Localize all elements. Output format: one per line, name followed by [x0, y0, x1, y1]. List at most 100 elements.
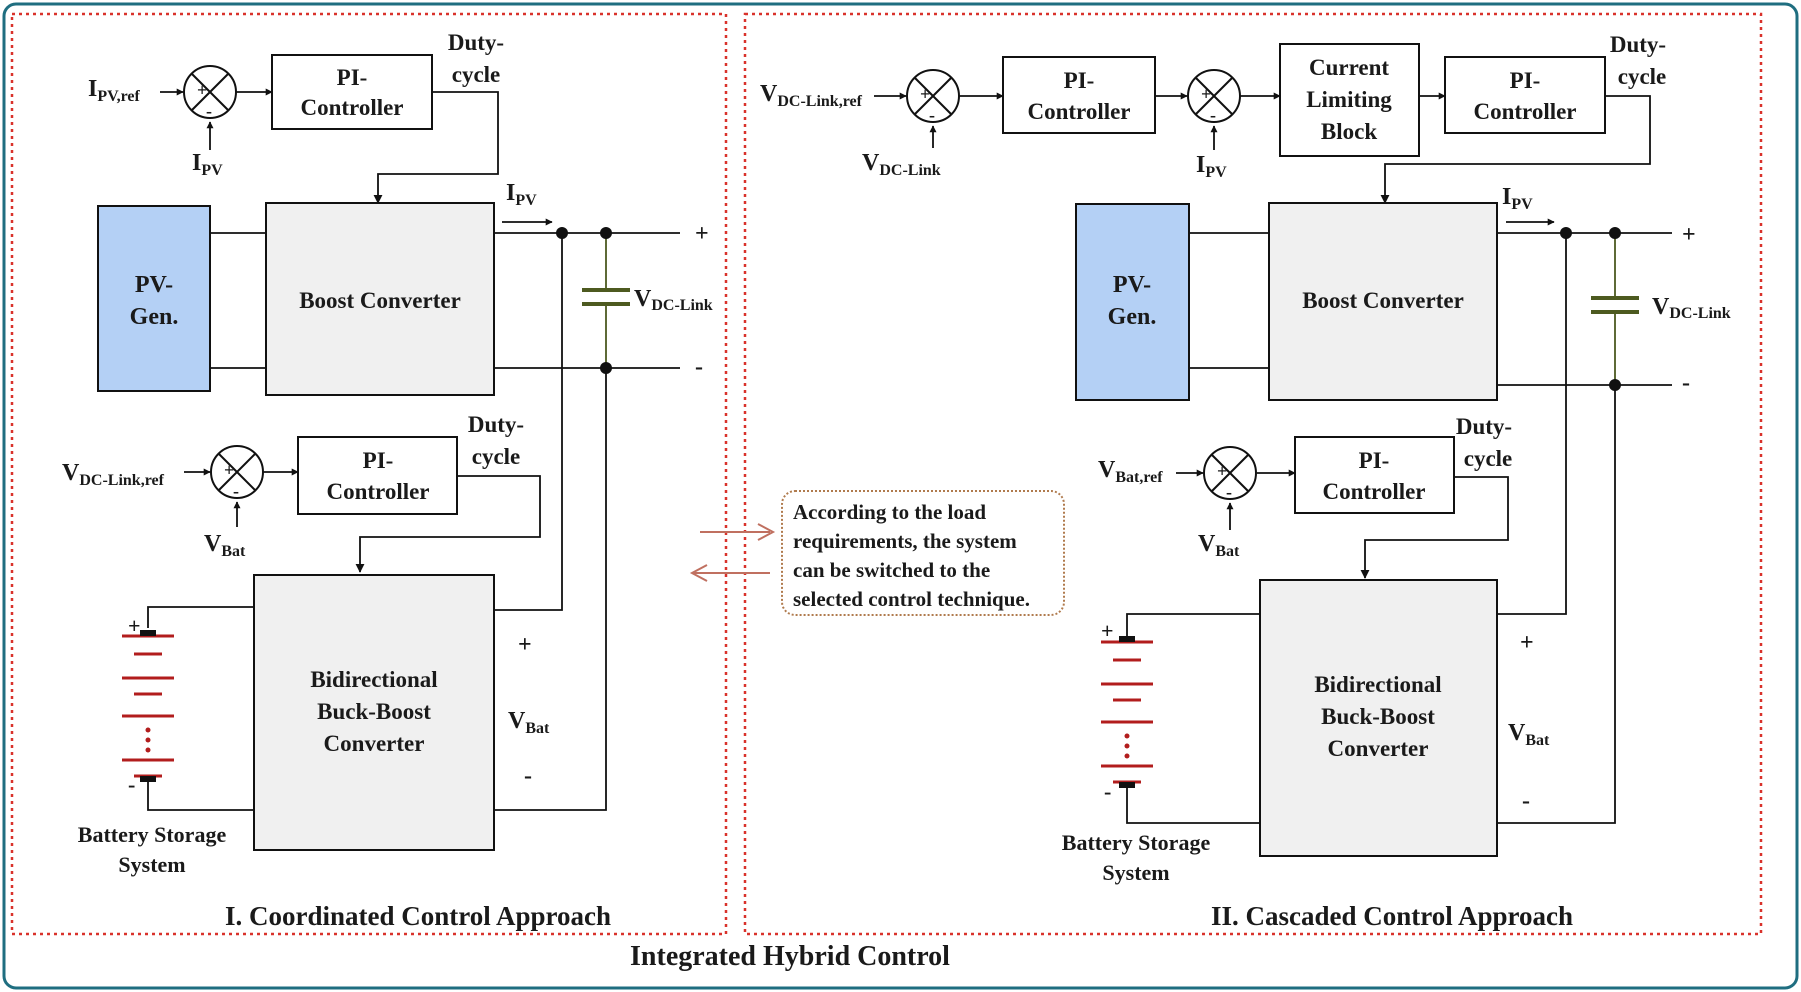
left-dc-minus: - [695, 354, 703, 380]
left-battery-terminal [140, 776, 156, 782]
left-battery-plus: + [128, 613, 141, 638]
right-vdc-link-label: VDC-Link [1652, 294, 1731, 322]
left-ipv-feedback-label: IPV [192, 150, 223, 179]
left-pi-top-line2: Controller [300, 95, 403, 120]
left-pi-top-line1: PI- [337, 65, 368, 90]
right-battery-label-line1: Battery Storage [1062, 830, 1211, 855]
left-junction-dot [600, 362, 612, 374]
left-battery-minus: - [128, 772, 135, 797]
left-boost-converter-block [265, 202, 495, 396]
left-bidir-line2: Buck-Boost [317, 699, 431, 724]
left-battery-symbol [122, 634, 174, 778]
left-summing-junction-bottom: + - [210, 445, 264, 501]
left-bidir-line1: Bidirectional [310, 667, 437, 692]
right-summing-junction-2: + - [1187, 69, 1241, 125]
right-duty-bottom-line1: Duty- [1456, 414, 1512, 439]
right-pi1-line1: PI- [1064, 68, 1095, 93]
left-vdc-ref-label: VDC-Link,ref [62, 460, 165, 489]
right-panel-frame [743, 12, 1763, 936]
right-vbat-feedback-label: VBat [1198, 531, 1240, 560]
left-battery-dots [145, 727, 151, 753]
sum-plus-sign: + [1201, 84, 1211, 104]
right-pi-controller-2 [1444, 56, 1606, 134]
right-vbat-minus: - [1522, 788, 1530, 814]
left-junction-dot [600, 227, 612, 239]
right-boost-converter-label: Boost Converter [1302, 288, 1464, 313]
right-pi-bottom-line2: Controller [1322, 479, 1425, 504]
main-title: Integrated Hybrid Control [630, 941, 950, 972]
right-battery-terminal [1119, 636, 1135, 642]
left-duty-top-line1: Duty- [448, 30, 504, 55]
right-bidir-line1: Bidirectional [1314, 672, 1441, 697]
right-pv-gen-block [1075, 203, 1190, 401]
left-duty-bottom-line2: cycle [472, 444, 521, 469]
right-junction-dot [1609, 379, 1621, 391]
right-battery-terminal [1119, 782, 1135, 788]
sum-plus-sign: + [1217, 461, 1227, 481]
right-vbat-plus: + [1520, 630, 1534, 656]
right-summing-junction-1: + - [906, 69, 960, 125]
sum-minus-sign: - [206, 101, 212, 121]
left-pi-controller-bottom [297, 436, 458, 515]
left-battery-terminal [140, 630, 156, 636]
right-ipv-out-label: IPV [1502, 184, 1533, 213]
right-duty-top-line1: Duty- [1610, 32, 1666, 57]
right-battery-minus: - [1104, 779, 1111, 804]
right-pv-gen-line2: Gen. [1108, 304, 1157, 330]
left-boost-converter-label: Boost Converter [299, 288, 461, 313]
note-line: requirements, the system [793, 529, 1017, 553]
switch-arrows [689, 523, 776, 582]
left-wires [147, 88, 680, 811]
left-vbat-minus: - [524, 763, 532, 789]
right-vbat-ref-label: VBat,ref [1098, 457, 1163, 486]
right-battery-plus: + [1101, 618, 1114, 643]
left-battery-label-line1: Battery Storage [78, 822, 227, 847]
left-vdc-link-label: VDC-Link [634, 286, 713, 314]
left-pi-controller-top [271, 54, 433, 130]
right-summing-junction-bottom: + - [1203, 446, 1257, 502]
right-caption: II. Cascaded Control Approach [1211, 901, 1573, 931]
right-junction-dot [1560, 227, 1572, 239]
note-line: can be switched to the [793, 558, 991, 582]
left-pi-bottom-line1: PI- [363, 448, 394, 473]
left-panel-frame [10, 12, 728, 936]
right-battery-label-line2: System [1102, 860, 1169, 885]
right-duty-bottom-line2: cycle [1464, 446, 1513, 471]
right-pi1-line2: Controller [1027, 99, 1130, 124]
left-pv-gen-block [97, 205, 211, 392]
right-pi2-line1: PI- [1510, 68, 1541, 93]
right-junction-dot [1609, 227, 1621, 239]
left-vbat-plus: + [518, 632, 532, 658]
right-battery-symbol [1101, 640, 1153, 784]
left-ipv-out-label: IPV [506, 180, 537, 209]
right-wires [874, 92, 1672, 824]
right-dc-plus: + [1682, 222, 1696, 248]
right-battery-dots [1124, 733, 1130, 759]
switching-note-box: According to the load requirements, the … [781, 490, 1065, 616]
right-duty-top-line2: cycle [1618, 64, 1667, 89]
left-duty-top-line2: cycle [452, 62, 501, 87]
right-bidir-line3: Converter [1328, 736, 1429, 761]
sum-minus-sign: - [233, 481, 239, 501]
right-bidir-line2: Buck-Boost [1321, 704, 1435, 729]
right-pi-controller-1 [1002, 56, 1156, 134]
left-vbat-out-label: VBat [508, 708, 550, 737]
right-bidirectional-converter-block [1259, 579, 1498, 857]
left-vbat-feedback-label: VBat [204, 531, 246, 560]
note-line: According to the load [793, 500, 987, 524]
right-vdc-ref-label: VDC-Link,ref [760, 81, 863, 110]
sum-minus-sign: - [1210, 105, 1216, 125]
sum-plus-sign: + [224, 460, 234, 480]
sum-plus-sign: + [920, 84, 930, 104]
left-duty-bottom-line1: Duty- [468, 412, 524, 437]
right-pi-controller-bottom [1294, 436, 1455, 514]
note-line: selected control technique. [793, 587, 1030, 611]
left-junction-dot [556, 227, 568, 239]
left-pv-gen-line1: PV- [135, 272, 173, 298]
right-pi-bottom-line1: PI- [1359, 448, 1390, 473]
left-caption: I. Coordinated Control Approach [225, 901, 611, 931]
left-dc-plus: + [695, 221, 709, 247]
